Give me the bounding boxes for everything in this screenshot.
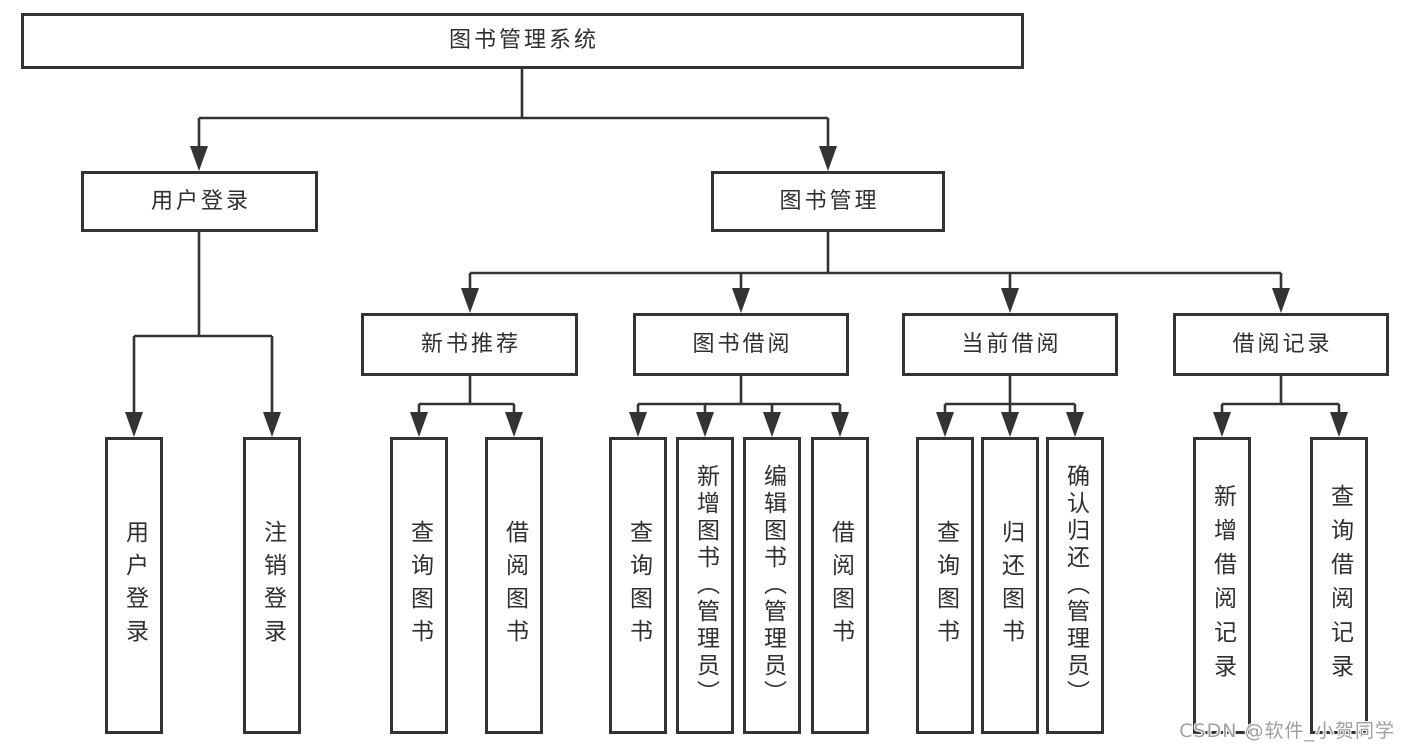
leaf-add-borrow-record: 新增借阅记录 <box>1193 437 1251 734</box>
leaf-confirm-return-admin-label: 确认归还（管理员） <box>1062 464 1089 707</box>
connector-borrowing-records-children <box>1213 376 1348 437</box>
leaf-edit-book-admin-label: 编辑图书（管理员） <box>759 464 786 707</box>
leaf-return-book: 归还图书 <box>981 437 1039 734</box>
leaf-add-borrow-record-label: 新增借阅记录 <box>1209 483 1236 688</box>
node-borrowing-records: 借阅记录 <box>1173 313 1389 376</box>
leaf-return-book-label: 归还图书 <box>997 519 1024 652</box>
node-user-login-label: 用户登录 <box>150 188 251 214</box>
connector-book-borrowing-children <box>629 376 849 437</box>
node-current-borrowing: 当前借阅 <box>902 313 1118 376</box>
node-borrowing-records-label: 借阅记录 <box>1232 331 1333 357</box>
connector-book-management-children <box>461 232 1290 313</box>
leaf-query-books-recommend-label: 查询图书 <box>406 519 433 652</box>
node-current-borrowing-label: 当前借阅 <box>961 331 1062 357</box>
leaf-borrow-books-borrowing: 借阅图书 <box>811 437 869 734</box>
connector-new-book-recommend-children <box>410 376 523 437</box>
leaf-query-books-current-label: 查询图书 <box>932 519 959 652</box>
leaf-query-books-borrowing-label: 查询图书 <box>625 519 652 652</box>
node-library-management-system: 图书管理系统 <box>21 13 1024 69</box>
node-user-login: 用户登录 <box>81 171 318 232</box>
leaf-logout-label: 注销登录 <box>259 519 286 652</box>
node-book-management: 图书管理 <box>711 171 945 232</box>
connector-user-login-children <box>125 232 281 437</box>
node-library-management-system-label: 图书管理系统 <box>448 28 599 53</box>
leaf-user-login-label: 用户登录 <box>121 519 148 652</box>
leaf-query-books-recommend: 查询图书 <box>390 437 448 734</box>
node-book-management-label: 图书管理 <box>779 188 880 214</box>
leaf-user-login: 用户登录 <box>105 437 163 734</box>
leaf-query-books-borrowing: 查询图书 <box>609 437 667 734</box>
watermark: CSDN @软件_小贺同学 <box>1179 720 1395 742</box>
leaf-logout: 注销登录 <box>243 437 301 734</box>
leaf-query-borrow-record: 查询借阅记录 <box>1310 437 1368 734</box>
leaf-borrow-books-borrowing-label: 借阅图书 <box>827 519 854 652</box>
connector-root-to-level2 <box>190 69 837 171</box>
node-book-borrowing: 图书借阅 <box>633 313 849 376</box>
leaf-confirm-return-admin: 确认归还（管理员） <box>1046 437 1104 734</box>
leaf-query-borrow-record-label: 查询借阅记录 <box>1326 483 1353 688</box>
node-new-book-recommend-label: 新书推荐 <box>420 331 521 357</box>
leaf-edit-book-admin: 编辑图书（管理员） <box>743 437 801 734</box>
node-new-book-recommend: 新书推荐 <box>361 313 578 376</box>
leaf-query-books-current: 查询图书 <box>916 437 974 734</box>
leaf-add-book-admin-label: 新增图书（管理员） <box>692 464 719 707</box>
leaf-add-book-admin: 新增图书（管理员） <box>676 437 734 734</box>
connector-current-borrowing-children <box>936 376 1084 437</box>
node-book-borrowing-label: 图书借阅 <box>692 331 793 357</box>
leaf-borrow-books-recommend: 借阅图书 <box>485 437 543 734</box>
leaf-borrow-books-recommend-label: 借阅图书 <box>501 519 528 652</box>
